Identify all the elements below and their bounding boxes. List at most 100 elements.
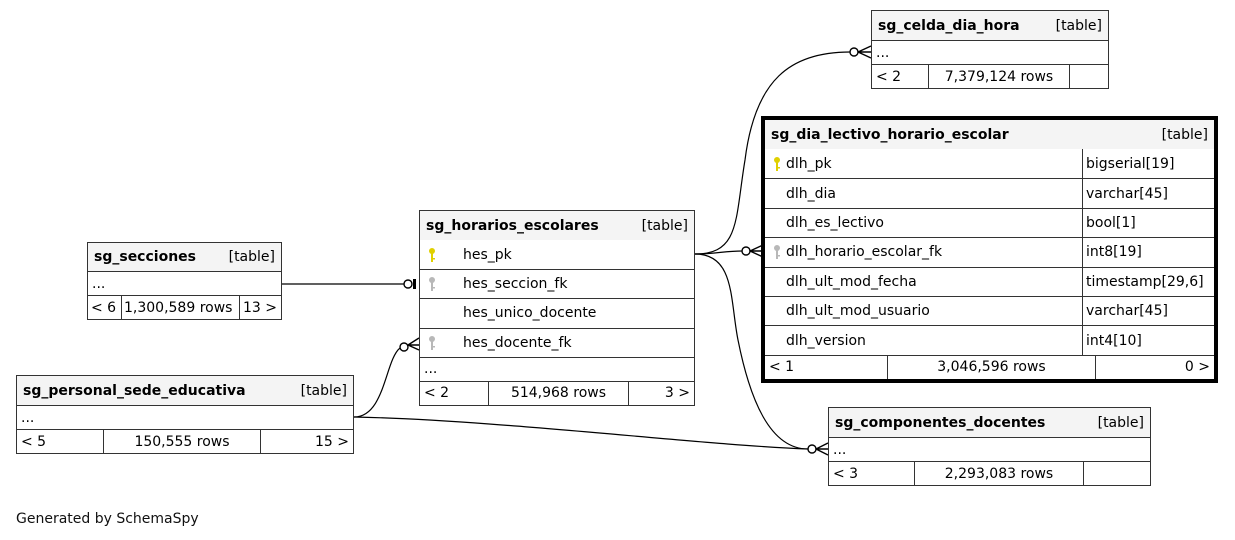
column-row[interactable]: dlh_version int4[10] <box>765 325 1214 355</box>
parent-count[interactable]: < 1 <box>769 359 795 376</box>
edge-horarios-dia-lectivo <box>694 250 743 255</box>
column-row[interactable]: hes_docente_fk <box>420 327 694 357</box>
column-name: dlh_ult_mod_fecha <box>786 273 917 290</box>
column-row[interactable]: dlh_es_lectivo bool[1] <box>765 207 1214 238</box>
column-row[interactable]: dlh_horario_escolar_fk int8[19] <box>765 237 1214 267</box>
table-kind: [table] <box>1097 414 1144 431</box>
row-count: 3,046,596 rows <box>887 355 1095 379</box>
child-count[interactable] <box>1083 462 1150 485</box>
one-bar-marker <box>413 279 416 289</box>
zero-marker <box>403 279 413 289</box>
table-sg-componentes-docentes[interactable]: sg_componentes_docentes [table] ... < 3 … <box>828 407 1151 486</box>
ellipsis: ... <box>876 44 890 61</box>
crows-foot-marker <box>857 45 872 59</box>
crows-foot-marker <box>815 442 829 456</box>
table-footer: < 6 1,300,589 rows 13 > <box>88 295 281 319</box>
table-footer: < 2 7,379,124 rows <box>872 64 1108 88</box>
table-kind: [table] <box>228 249 275 265</box>
foreign-key-icon <box>428 276 436 292</box>
table-kind: [table] <box>641 217 688 234</box>
table-header: sg_celda_dia_hora [table] <box>872 11 1108 40</box>
column-type: int8[19] <box>1082 238 1214 267</box>
ellipsis: ... <box>21 409 35 426</box>
edge-personal-componentes <box>353 416 809 450</box>
parent-count[interactable]: < 6 <box>91 299 117 316</box>
row-count: 1,300,589 rows <box>121 296 239 319</box>
column-name: hes_pk <box>463 246 512 263</box>
row-count: 514,968 rows <box>488 381 628 405</box>
child-count[interactable]: 0 > <box>1095 355 1214 379</box>
table-footer: < 2 514,968 rows 3 > <box>420 380 694 405</box>
table-header: sg_dia_lectivo_horario_escolar [table] <box>765 120 1214 149</box>
column-type: bool[1] <box>1082 208 1214 238</box>
ellipsis: ... <box>424 361 438 378</box>
column-row[interactable]: dlh_ult_mod_usuario varchar[45] <box>765 295 1214 326</box>
primary-key-icon <box>428 247 436 263</box>
column-row[interactable]: hes_pk <box>420 240 694 269</box>
child-count[interactable]: 15 > <box>260 430 353 453</box>
column-name: hes_unico_docente <box>463 305 597 322</box>
table-sg-dia-lectivo-horario-escolar[interactable]: sg_dia_lectivo_horario_escolar [table] d… <box>761 116 1218 383</box>
table-kind: [table] <box>300 382 347 399</box>
column-name: dlh_horario_escolar_fk <box>786 244 943 261</box>
ellipsis: ... <box>833 441 847 458</box>
table-name: sg_dia_lectivo_horario_escolar <box>771 126 1009 143</box>
table-sg-secciones[interactable]: sg_secciones [table] ... < 6 1,300,589 r… <box>87 242 282 320</box>
row-count: 150,555 rows <box>103 430 260 453</box>
parent-count[interactable]: < 2 <box>876 68 902 85</box>
column-type: varchar[45] <box>1082 296 1214 326</box>
child-count[interactable]: 3 > <box>628 381 694 405</box>
table-name: sg_horarios_escolares <box>426 217 599 234</box>
column-type: bigserial[19] <box>1082 149 1214 179</box>
zero-marker <box>849 47 859 57</box>
table-header: sg_horarios_escolares [table] <box>420 211 694 240</box>
ellipsis: ... <box>92 275 106 292</box>
column-name: dlh_pk <box>786 155 832 172</box>
table-footer: < 3 2,293,083 rows <box>829 461 1150 485</box>
parent-count[interactable]: < 5 <box>21 433 47 450</box>
zero-marker <box>741 246 751 256</box>
child-count[interactable]: 13 > <box>239 296 281 319</box>
column-name: dlh_version <box>786 332 866 349</box>
parent-count[interactable]: < 3 <box>833 465 859 482</box>
table-footer: < 1 3,046,596 rows 0 > <box>765 354 1214 379</box>
row-count: 7,379,124 rows <box>928 65 1069 88</box>
table-name: sg_secciones <box>94 249 196 265</box>
column-name: hes_docente_fk <box>463 334 572 351</box>
column-row[interactable]: dlh_pk bigserial[19] <box>765 149 1214 179</box>
column-type: varchar[45] <box>1082 179 1214 208</box>
table-sg-celda-dia-hora[interactable]: sg_celda_dia_hora [table] ... < 2 7,379,… <box>871 10 1109 89</box>
parent-count[interactable]: < 2 <box>424 385 450 402</box>
table-name: sg_celda_dia_hora <box>878 17 1020 34</box>
table-header: sg_personal_sede_educativa [table] <box>17 376 353 405</box>
ellipsis-row: ... <box>17 405 353 429</box>
table-footer: < 5 150,555 rows 15 > <box>17 429 353 453</box>
column-type: int4[10] <box>1082 326 1214 355</box>
table-sg-horarios-escolares[interactable]: sg_horarios_escolares [table] hes_pk hes_… <box>419 210 695 406</box>
table-name: sg_personal_sede_educativa <box>23 382 246 399</box>
generated-by-label: Generated by SchemaSpy <box>16 511 199 527</box>
column-row[interactable]: dlh_ult_mod_fecha timestamp[29,6] <box>765 266 1214 296</box>
table-name: sg_componentes_docentes <box>835 414 1046 431</box>
child-count[interactable] <box>1069 65 1108 88</box>
primary-key-icon <box>773 156 781 172</box>
edge-personal-horarios <box>353 347 401 418</box>
ellipsis-row: ... <box>872 40 1108 64</box>
zero-marker <box>399 342 409 352</box>
table-header: sg_componentes_docentes [table] <box>829 408 1150 437</box>
zero-marker <box>807 444 817 454</box>
table-sg-personal-sede-educativa[interactable]: sg_personal_sede_educativa [table] ... <… <box>16 375 354 454</box>
ellipsis-row: ... <box>829 437 1150 461</box>
foreign-key-icon <box>773 244 781 260</box>
ellipsis-row: ... <box>420 356 694 381</box>
row-count: 2,293,083 rows <box>914 462 1083 485</box>
column-name: dlh_ult_mod_usuario <box>786 303 930 320</box>
column-name: dlh_es_lectivo <box>786 214 884 231</box>
column-row[interactable]: hes_seccion_fk <box>420 269 694 298</box>
table-header: sg_secciones [table] <box>88 243 281 271</box>
table-kind: [table] <box>1055 17 1102 34</box>
column-type: timestamp[29,6] <box>1082 267 1214 296</box>
column-row[interactable]: hes_unico_docente <box>420 298 694 327</box>
ellipsis-row: ... <box>88 271 281 295</box>
